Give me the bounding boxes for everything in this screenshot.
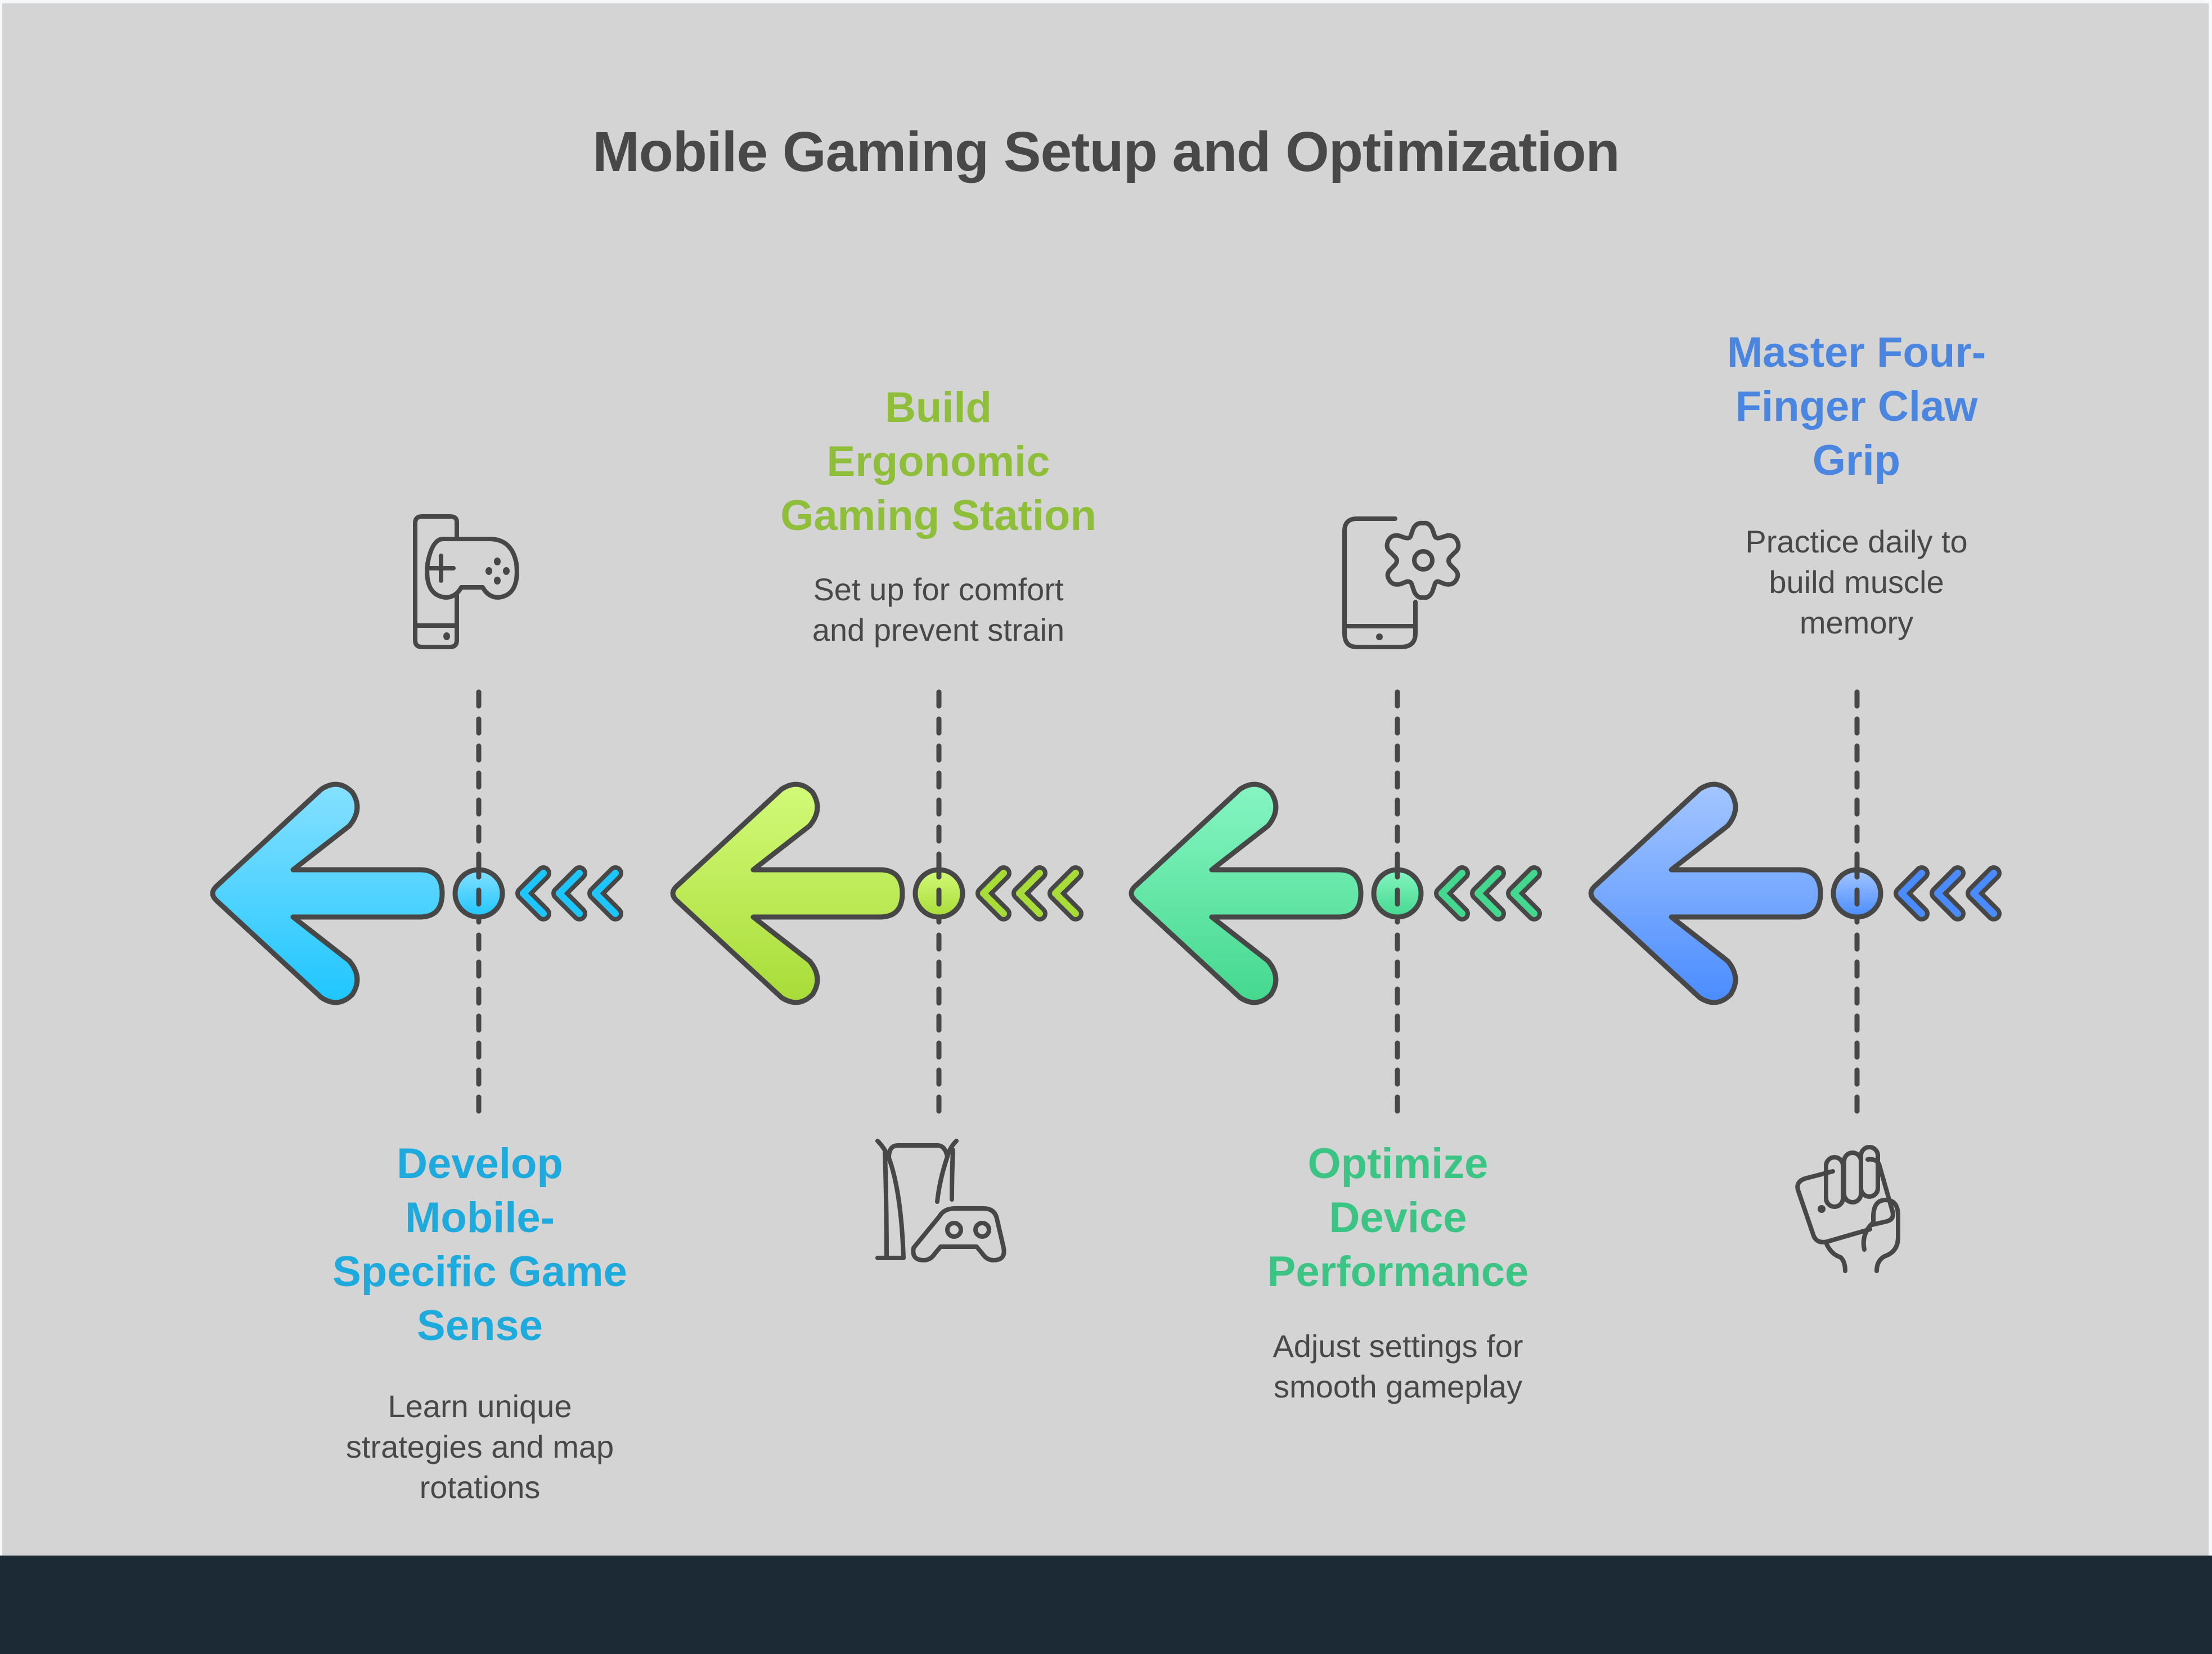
chevron-left-icon xyxy=(1474,870,1501,917)
step-3-description: Adjust settings for smooth gameplay xyxy=(1273,1328,1523,1404)
step-4-heading: Master Four- Finger Claw Grip xyxy=(1727,329,1986,484)
step-1-flow xyxy=(210,689,623,1114)
chevron-left-icon xyxy=(520,870,547,917)
arrow-left-icon xyxy=(210,781,445,1005)
chevron-left-icon xyxy=(1898,870,1925,917)
arrow-left-icon xyxy=(670,781,905,1005)
chevron-left-icon xyxy=(1510,870,1537,917)
chevron-left-icon xyxy=(556,870,583,917)
step-4-description: Practice daily to build muscle memory xyxy=(1745,524,1968,640)
chevron-left-icon xyxy=(1934,870,1961,917)
step-2-description: Set up for comfort and prevent strain xyxy=(812,572,1065,648)
step-1-description: Learn unique strategies and map rotation… xyxy=(345,1388,614,1505)
step-3-flow xyxy=(1129,689,1542,1114)
chevron-left-icon xyxy=(1970,870,1997,917)
hand-holding-phone-icon xyxy=(1795,1145,1900,1273)
chevron-left-icon xyxy=(980,870,1007,917)
chevron-left-icon xyxy=(1438,870,1465,917)
console-controller-icon xyxy=(875,1139,1006,1262)
arrow-left-icon xyxy=(1588,781,1823,1005)
arrow-left-icon xyxy=(1129,781,1364,1005)
step-1-heading: Develop Mobile- Specific Game Sense xyxy=(332,1140,627,1350)
step-3-heading: Optimize Device Performance xyxy=(1267,1140,1529,1296)
footer-bar xyxy=(0,1556,2212,1654)
phone-gamepad-icon xyxy=(413,514,519,649)
chevron-left-icon xyxy=(1052,870,1079,917)
diagram-background xyxy=(2,3,2209,1556)
step-2-flow xyxy=(670,689,1083,1114)
step-2-heading: Build Ergonomic Gaming Station xyxy=(780,384,1096,540)
chevron-left-icon xyxy=(592,870,619,917)
phone-settings-icon xyxy=(1342,516,1461,649)
diagram-title: Mobile Gaming Setup and Optimization xyxy=(592,120,1620,183)
chevron-left-icon xyxy=(1016,870,1043,917)
step-4-flow xyxy=(1588,689,2002,1114)
